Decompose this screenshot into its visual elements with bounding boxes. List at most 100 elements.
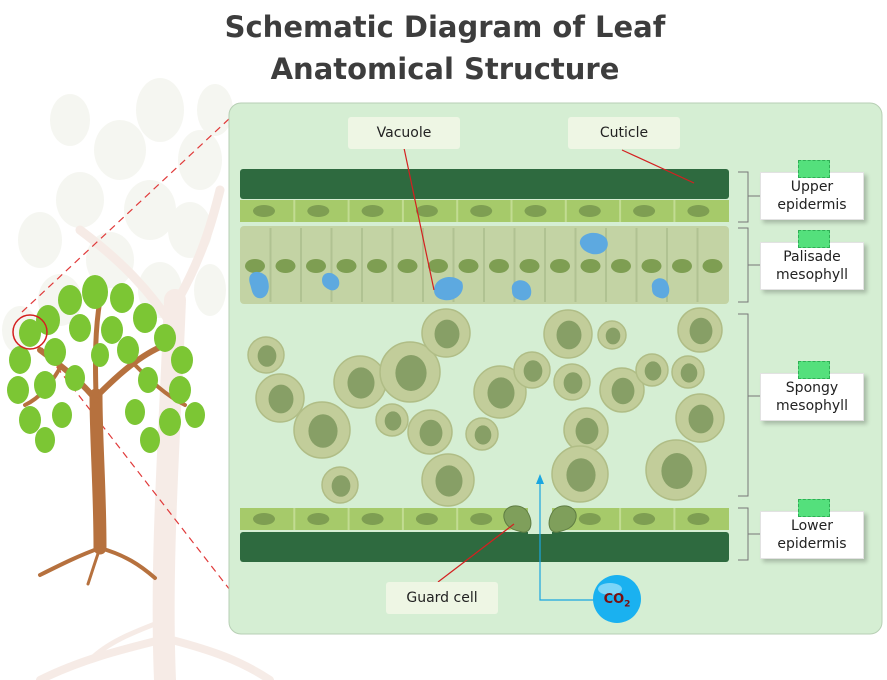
vacuole-label: Vacuole	[348, 117, 460, 149]
co2-subscript: 2	[624, 599, 631, 610]
epidermis-nucleus	[470, 205, 493, 217]
spongy-nucleus	[556, 320, 582, 350]
spongy-nucleus	[347, 367, 375, 399]
spongy-nucleus	[611, 377, 635, 405]
co2-text: CO	[603, 592, 625, 607]
vacuole-shape	[322, 272, 340, 291]
palisade-nucleus	[702, 259, 723, 273]
vacuole-shape	[249, 271, 269, 299]
palisade-nucleus	[458, 259, 479, 273]
label-line: mesophyll	[776, 398, 848, 414]
label-line: Lower	[791, 518, 833, 534]
label-tab	[798, 230, 830, 248]
spongy-nucleus	[680, 363, 698, 383]
epidermis-nucleus	[415, 513, 438, 525]
epidermis-nucleus	[578, 513, 601, 525]
guard-cell-left	[503, 505, 532, 533]
epidermis-nucleus	[578, 205, 601, 217]
title-line-2: Anatomical Structure	[270, 52, 620, 86]
lower-epidermis-layer	[240, 508, 729, 562]
label-line: epidermis	[777, 197, 847, 213]
upper-cuticle	[240, 169, 729, 199]
spongy-nucleus	[487, 377, 515, 409]
layer-brackets	[738, 171, 760, 561]
spongy-nucleus	[605, 327, 621, 345]
label-tab	[798, 361, 830, 379]
palisade-nucleus	[428, 259, 448, 273]
label-line: epidermis	[777, 536, 847, 552]
spongy-nucleus	[523, 360, 543, 382]
spongy-nucleus	[575, 417, 599, 445]
palisade-nucleus	[489, 259, 509, 273]
epidermis-nucleus	[307, 513, 330, 525]
cuticle-label: Cuticle	[568, 117, 680, 149]
title-line-1: Schematic Diagram of Leaf	[224, 10, 666, 44]
palisade-nucleus	[672, 259, 692, 273]
spongy-nucleus	[689, 317, 713, 345]
tree-illustration	[7, 275, 205, 586]
palisade-nucleus	[641, 259, 662, 273]
epidermis-nucleus	[361, 513, 384, 525]
spongy-nucleus	[395, 355, 427, 391]
epidermis-nucleus	[361, 205, 384, 217]
palisade-mesophyll-label: Palisade mesophyll	[760, 242, 864, 290]
guard-cell-label: Guard cell	[386, 582, 498, 614]
label-line: Upper	[790, 179, 834, 195]
epidermis-nucleus	[633, 513, 656, 525]
spongy-nucleus	[257, 345, 277, 367]
vacuole-shape	[511, 280, 532, 301]
label-line: Palisade	[783, 249, 841, 265]
guard-cell-right	[548, 505, 577, 533]
upper-epidermis-layer	[240, 169, 729, 222]
co2-diffusion-arrow	[536, 474, 594, 601]
spongy-nucleus	[688, 404, 714, 434]
label-tab	[798, 499, 830, 517]
spongy-nucleus	[566, 458, 596, 492]
palisade-nucleus	[306, 259, 326, 273]
palisade-mesophyll-layer	[240, 226, 729, 304]
lower-epidermis-label: Lower epidermis	[760, 511, 864, 559]
vacuole-shape	[579, 232, 608, 255]
spongy-nucleus	[384, 411, 402, 431]
epidermis-nucleus	[253, 513, 275, 525]
spongy-nucleus	[434, 319, 460, 349]
spongy-nucleus	[661, 453, 693, 489]
spongy-mesophyll-label: Spongy mesophyll	[760, 373, 864, 421]
palisade-nucleus	[519, 259, 540, 273]
spongy-mesophyll-layer	[247, 307, 725, 507]
spongy-nucleus	[474, 425, 492, 445]
palisade-nucleus	[397, 259, 418, 273]
palisade-nucleus	[550, 259, 570, 273]
palisade-nucleus	[367, 259, 387, 273]
label-tab	[798, 160, 830, 178]
epidermis-nucleus	[687, 205, 710, 217]
palisade-nucleus	[275, 259, 296, 273]
epidermis-nucleus	[524, 205, 547, 217]
diagram-title: Schematic Diagram of Leaf Anatomical Str…	[180, 6, 710, 90]
epidermis-nucleus	[687, 513, 710, 525]
spongy-nucleus	[268, 384, 294, 414]
palisade-nucleus	[245, 259, 265, 273]
upper-epidermis-label: Upper epidermis	[760, 172, 864, 220]
spongy-nucleus	[644, 361, 662, 381]
co2-label: CO2	[592, 591, 642, 614]
palisade-nucleus	[611, 259, 631, 273]
vacuole-shape	[651, 278, 670, 299]
spongy-nucleus	[331, 475, 351, 497]
zoom-circle	[12, 314, 48, 350]
epidermis-nucleus	[470, 513, 493, 525]
spongy-nucleus	[419, 419, 443, 447]
vacuole-shape	[434, 276, 463, 301]
label-line: Spongy	[785, 380, 839, 396]
spongy-nucleus	[308, 414, 338, 448]
spongy-nucleus	[435, 465, 463, 497]
epidermis-nucleus	[633, 205, 656, 217]
label-pointers	[403, 147, 695, 583]
spongy-nucleus	[563, 372, 583, 394]
palisade-nucleus	[336, 259, 357, 273]
epidermis-nucleus	[415, 205, 438, 217]
epidermis-nucleus	[307, 205, 330, 217]
epidermis-nucleus	[253, 205, 275, 217]
label-line: mesophyll	[776, 267, 848, 283]
